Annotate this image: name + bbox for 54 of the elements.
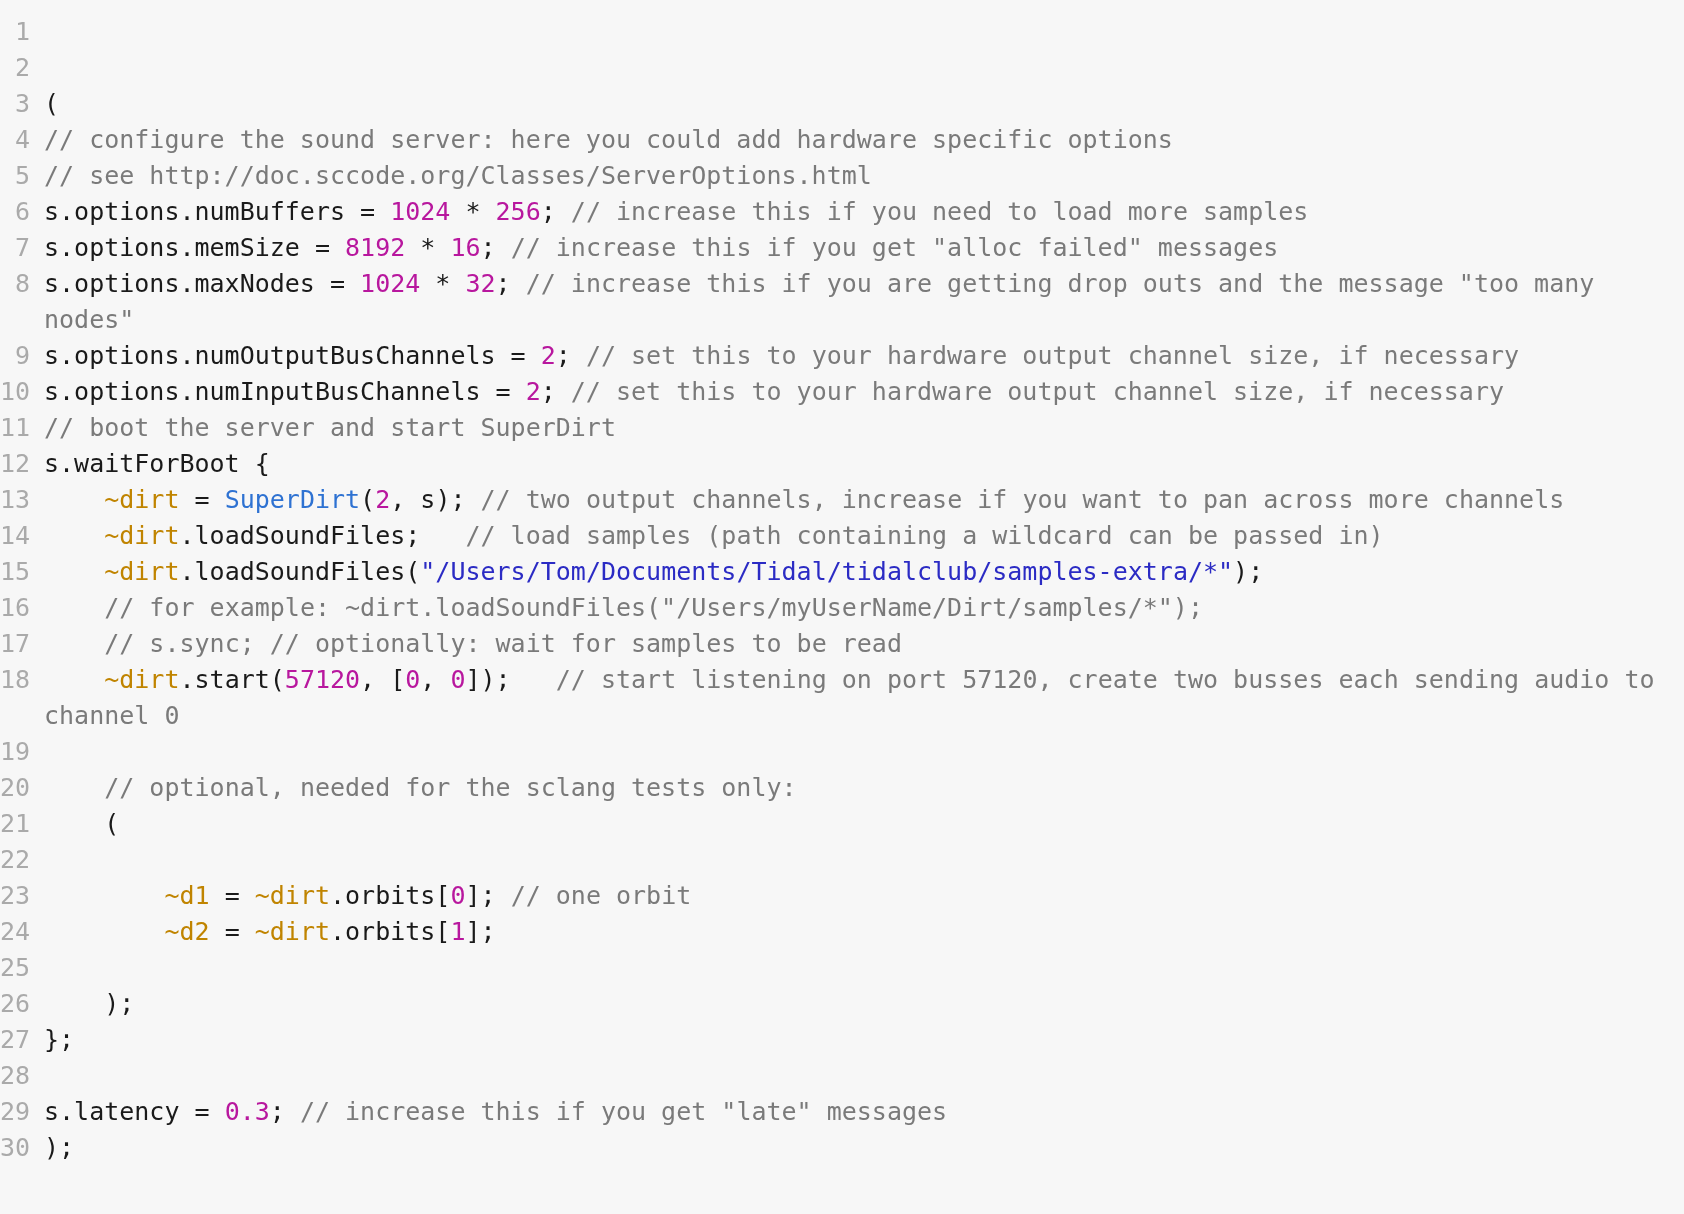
line-number: 1 bbox=[13, 16, 30, 48]
code-line: s.latency = 0.3; // increase this if you get "late" messages bbox=[44, 1096, 949, 1128]
line-number: 10 bbox=[0, 376, 30, 408]
code-line: // optional, needed for the sclang tests only: bbox=[103, 772, 798, 804]
code-line: ~d1 = ~dirt.orbits[0]; // one orbit bbox=[163, 880, 693, 912]
code-line: ~dirt = SuperDirt(2, s); // two output channels, increase if you want to pan across more channels bbox=[103, 484, 1566, 516]
line-number: 18 bbox=[0, 664, 30, 696]
line-number: 28 bbox=[0, 1060, 30, 1092]
code-line: ); bbox=[44, 1132, 76, 1164]
line-number: 11 bbox=[0, 412, 30, 444]
line-number: 8 bbox=[13, 268, 30, 300]
code-line: s.waitForBoot { bbox=[44, 448, 271, 480]
line-number: 16 bbox=[0, 592, 30, 624]
code-line: ~dirt.loadSoundFiles("/Users/Tom/Documents/Tidal/tidalclub/samples-extra/*"); bbox=[103, 556, 1265, 588]
line-number: 12 bbox=[0, 448, 30, 480]
code-line: s.options.memSize = 8192 * 16; // increase this if you get "alloc failed" messages bbox=[44, 232, 1280, 264]
line-number: 19 bbox=[0, 736, 30, 768]
line-number: 4 bbox=[13, 124, 30, 156]
code-line: ( bbox=[103, 808, 121, 840]
line-number: 6 bbox=[13, 196, 30, 228]
line-number: 7 bbox=[13, 232, 30, 264]
line-number: 5 bbox=[13, 160, 30, 192]
code-line: // s.sync; // optionally: wait for samples to be read bbox=[103, 628, 903, 660]
line-number: 26 bbox=[0, 988, 30, 1020]
code-line: s.options.maxNodes = 1024 * 32; // increase this if you are getting drop outs and the message "too many nodes" bbox=[44, 268, 1596, 336]
line-number: 22 bbox=[0, 844, 30, 876]
line-number: 13 bbox=[0, 484, 30, 516]
code-line: s.options.numInputBusChannels = 2; // set this to your hardware output channel size, if necessary bbox=[44, 376, 1505, 408]
line-number: 9 bbox=[13, 340, 30, 372]
code-line: s.options.numOutputBusChannels = 2; // set this to your hardware output channel size, if necessary bbox=[44, 340, 1521, 372]
line-number: 3 bbox=[13, 88, 30, 120]
code-line: ); bbox=[103, 988, 136, 1020]
line-number: 27 bbox=[0, 1024, 30, 1056]
line-number: 25 bbox=[0, 952, 30, 984]
code-line: ~dirt.start(57120, [0, 0]); // start listening on port 57120, create two busses each sending audio to channel 0 bbox=[44, 664, 1656, 732]
code-line: ( bbox=[44, 88, 61, 120]
code-line: // configure the sound server: here you could add hardware specific options bbox=[44, 124, 1174, 156]
line-number: 20 bbox=[0, 772, 30, 804]
code-line: }; bbox=[44, 1024, 76, 1056]
code-line: ~dirt.loadSoundFiles; // load samples (path containing a wildcard can be passed in) bbox=[103, 520, 1385, 552]
line-number: 24 bbox=[0, 916, 30, 948]
code-line: // for example: ~dirt.loadSoundFiles("/Users/myUserName/Dirt/samples/*"); bbox=[103, 592, 1204, 624]
line-number: 30 bbox=[0, 1132, 30, 1164]
code-line: s.options.numBuffers = 1024 * 256; // increase this if you need to load more samples bbox=[44, 196, 1310, 228]
line-number: 15 bbox=[0, 556, 30, 588]
line-number: 23 bbox=[0, 880, 30, 912]
line-number: 14 bbox=[0, 520, 30, 552]
line-number: 29 bbox=[0, 1096, 30, 1128]
line-number: 2 bbox=[13, 52, 30, 84]
line-number: 21 bbox=[0, 808, 30, 840]
code-line: // boot the server and start SuperDirt bbox=[44, 412, 617, 444]
line-number: 17 bbox=[0, 628, 30, 660]
code-line: ~d2 = ~dirt.orbits[1]; bbox=[163, 916, 497, 948]
code-line: // see http://doc.sccode.org/Classes/ServerOptions.html bbox=[44, 160, 873, 192]
